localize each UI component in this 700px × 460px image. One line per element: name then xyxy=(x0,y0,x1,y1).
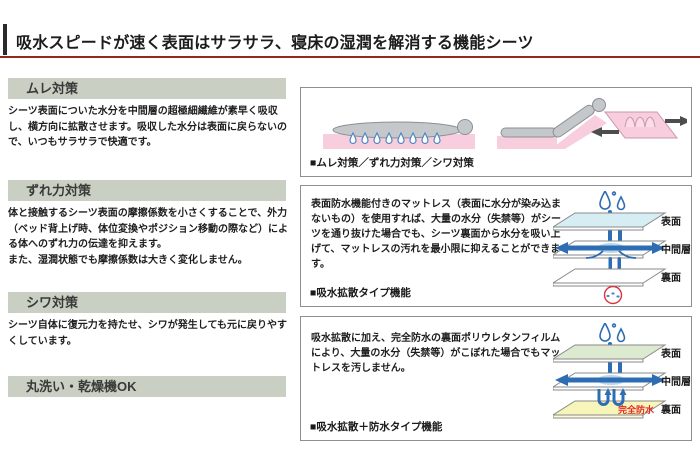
label-surface-layer: 表面 xyxy=(661,349,681,360)
water-droplets-icon xyxy=(599,323,626,343)
waterproof-badge: 完全防水 xyxy=(618,405,655,415)
layer-back-waterproof xyxy=(553,400,667,419)
section-heading-mure: ムレ対策 xyxy=(8,78,286,99)
panel-text-absorb-waterproof: 吸水拡散に加え、完全防水の裏面ポリウレタンフィルムにより、大量の水分（失禁等）が… xyxy=(311,333,561,374)
page-title: 吸水スピードが速く表面はサラサラ、寝床の湿潤を解消する機能シーツ xyxy=(16,35,534,52)
panel-caption-mure: ■ムレ対策／ずれ力対策／シワ対策 xyxy=(310,157,474,169)
label-middle-layer: 中間層 xyxy=(661,377,691,388)
section-heading-shiwa: シワ対策 xyxy=(8,292,286,313)
section-heading-zure: ずれ力対策 xyxy=(8,180,286,201)
diffusion-arrow-icon xyxy=(555,374,665,386)
diffusion-arrow-icon xyxy=(555,242,665,259)
layer-back xyxy=(553,268,667,287)
waterproof-bounce-icon xyxy=(597,388,627,406)
title-accent-bar xyxy=(3,24,7,55)
water-droplets-icon xyxy=(599,191,626,211)
section-body-shiwa: シーツ自体に復元力を持たせ、シワが発生しても元に戻りやすくしています。 xyxy=(8,320,287,347)
section-heading-washable: 丸洗い・乾燥機OK xyxy=(8,376,286,397)
panel-absorb-diffuse: 表面防水機能付きのマットレス（表面に水分が染み込まないもの）を使用すれば、大量の… xyxy=(300,185,692,307)
panel-caption-absorb-waterproof: ■吸水拡散＋防水タイプ機能 xyxy=(310,421,443,433)
wrinkled-sheet-icon xyxy=(591,111,687,139)
panel-mure-illustration: ■ムレ対策／ずれ力対策／シワ対策 xyxy=(300,87,692,177)
sweat-droplets-icon xyxy=(349,131,441,145)
section-body-mure: シーツ表面についた水分を中間層の超極細繊維が素早く吸収し、横方向に拡散させます。… xyxy=(8,106,287,148)
minimized-leak-icon xyxy=(603,285,623,305)
absorb-diffuse-layers-diagram xyxy=(553,191,667,305)
label-middle-layer: 中間層 xyxy=(661,245,691,256)
layer-surface xyxy=(553,344,667,363)
label-surface-layer: 表面 xyxy=(661,217,681,228)
panel-caption-absorb-diffuse: ■吸水拡散タイプ機能 xyxy=(310,287,411,299)
section-body-zure: 体と接触するシーツ表面の摩擦係数を小さくすることで、外力（ベッド背上げ時、体位変… xyxy=(8,208,288,266)
page-title-block: 吸水スピードが速く表面はサラサラ、寝床の湿潤を解消する機能シーツ xyxy=(0,23,700,58)
label-back-layer: 裏面 xyxy=(661,405,681,416)
shear-arrows-icon xyxy=(591,116,687,137)
absorb-waterproof-layers-diagram xyxy=(553,323,667,419)
mattress-scenes-illustration xyxy=(323,98,687,149)
person-reclined-icon xyxy=(497,98,607,149)
panel-absorb-waterproof: 吸水拡散に加え、完全防水の裏面ポリウレタンフィルムにより、大量の水分（失禁等）が… xyxy=(300,316,692,441)
label-back-layer: 裏面 xyxy=(661,273,681,284)
person-lying-icon xyxy=(323,119,475,149)
panel-text-absorb-diffuse: 表面防水機能付きのマットレス（表面に水分が染み込まないもの）を使用すれば、大量の… xyxy=(311,199,561,270)
layer-surface xyxy=(553,212,667,231)
